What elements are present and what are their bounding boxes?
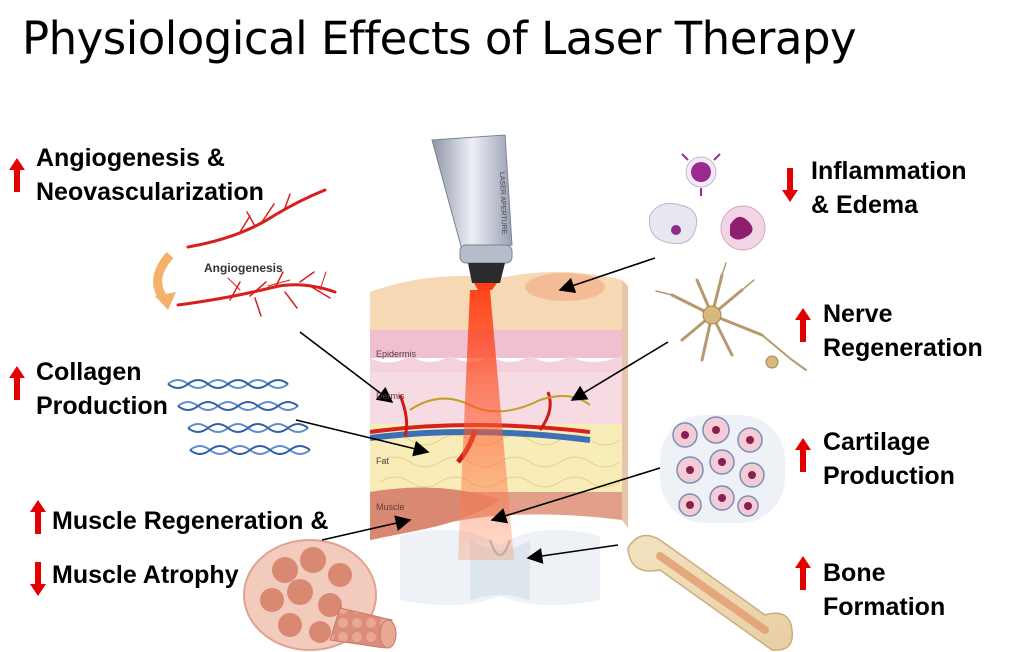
layer-label-muscle: Muscle	[376, 502, 405, 512]
laser-probe	[431, 134, 513, 290]
bone-illustration	[627, 534, 794, 651]
label-collagen: Collagen Production	[36, 358, 168, 420]
decrease-arrow-icon	[30, 562, 46, 596]
increase-arrow-icon	[9, 366, 25, 400]
increase-arrow-icon	[795, 438, 811, 472]
increase-arrow-icon	[795, 556, 811, 590]
laser-beam	[458, 290, 514, 560]
layer-label-fat: Fat	[376, 456, 390, 466]
angiogenesis-cycle-arrow	[153, 252, 174, 303]
label-bone-formation: Bone Formation	[823, 559, 946, 621]
layer-label-dermis: Dermis	[376, 391, 405, 401]
label-inflammation: Inflammation & Edema	[811, 157, 967, 219]
increase-arrow-icon	[30, 500, 46, 534]
label-nerve-regeneration: Nerve Regeneration	[823, 300, 983, 362]
probe-aperture-text: LASER APERTURE	[498, 172, 507, 235]
angiogenesis-illustration	[176, 188, 337, 317]
collagen-illustration	[167, 379, 311, 455]
chondrocytes-illustration	[660, 415, 785, 523]
neuron-illustration	[655, 262, 807, 371]
angiogenesis-caption: Angiogenesis	[204, 261, 283, 275]
increase-arrow-icon	[9, 158, 25, 192]
immune-cells-illustration	[648, 153, 766, 251]
muscle-fiber-illustration	[243, 539, 397, 651]
label-angiogenesis: Angiogenesis & Neovascularization	[36, 144, 264, 206]
layer-label-epidermis: Epidermis	[376, 349, 417, 359]
label-muscle-regeneration: Muscle Regeneration &	[52, 507, 329, 535]
decrease-arrow-icon	[782, 168, 798, 202]
increase-arrow-icon	[795, 308, 811, 342]
slide-title: Physiological Effects of Laser Therapy	[22, 12, 857, 65]
pointer-lines	[295, 257, 669, 564]
label-cartilage-production: Cartilage Production	[823, 428, 955, 490]
label-muscle-atrophy: Muscle Atrophy	[52, 561, 239, 589]
